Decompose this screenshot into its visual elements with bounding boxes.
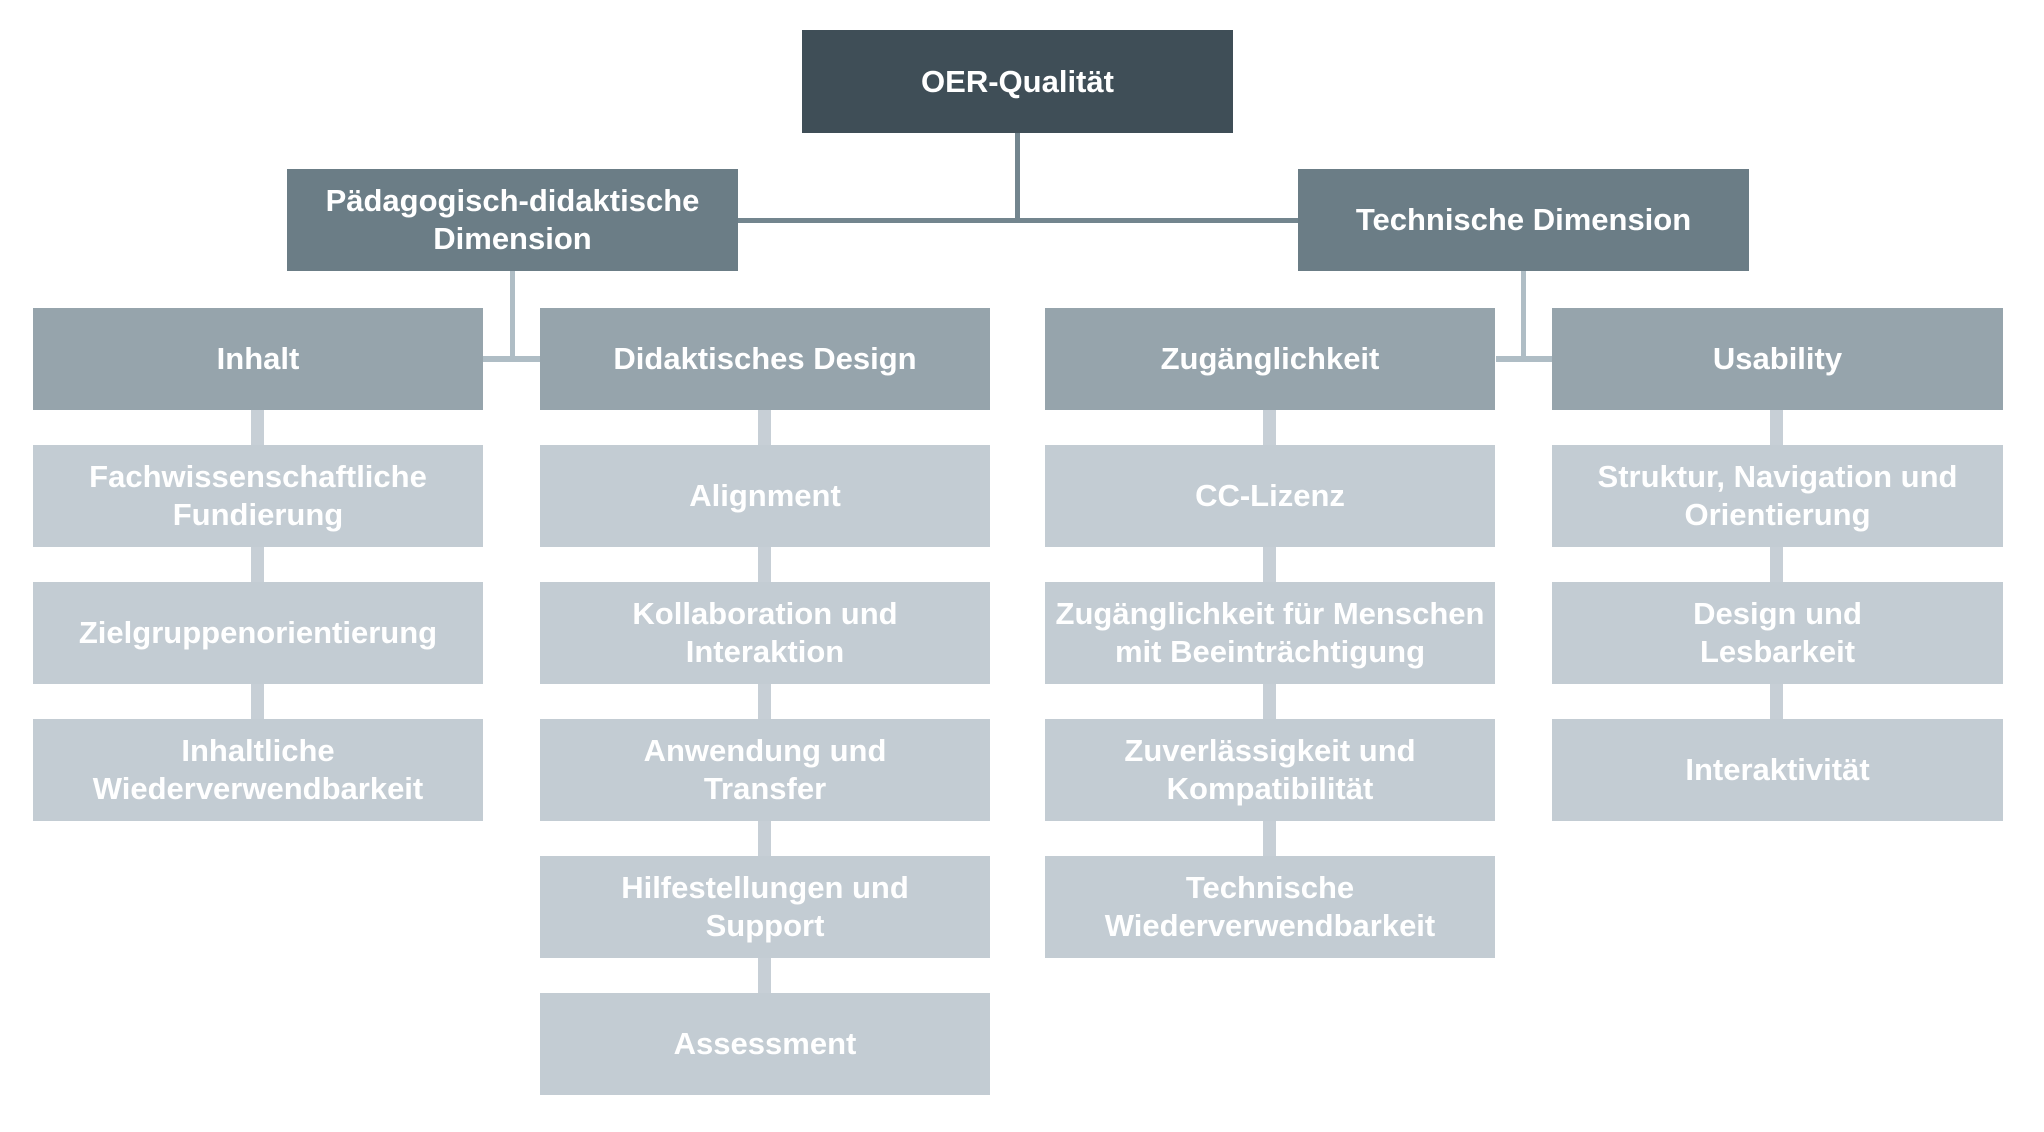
node-cc-lizenz: CC-Lizenz [1045, 445, 1495, 547]
node-zielgruppenorientierung: Zielgruppenorientierung [33, 582, 483, 684]
connector-root-vertical [1015, 133, 1020, 223]
connector-technisch-branch-horizontal [1496, 356, 1552, 362]
connector-dimensions-horizontal [738, 218, 1298, 223]
node-usability: Usability [1552, 308, 2003, 410]
node-technische-wiederverwendbarkeit: Technische Wiederverwendbarkeit [1045, 856, 1495, 958]
node-interaktivitaet: Interaktivität [1552, 719, 2003, 821]
connector-didaktisches-design-2 [758, 547, 771, 582]
node-alignment: Alignment [540, 445, 990, 547]
connector-zugaenglichkeit-3 [1263, 684, 1276, 719]
connector-didaktisches-design-4 [758, 821, 771, 856]
connector-inhalt-1 [251, 410, 264, 445]
connector-paedagogisch-branch-horizontal [483, 356, 540, 362]
node-zugaenglichkeit-fuer-menschen-mit-beeintraechtigung: Zugänglichkeit für Menschen mit Beeinträ… [1045, 582, 1495, 684]
node-anwendung-und-transfer: Anwendung und Transfer [540, 719, 990, 821]
node-zugaenglichkeit: Zugänglichkeit [1045, 308, 1495, 410]
node-fachwissenschaftliche-fundierung: Fachwissenschaftliche Fundierung [33, 445, 483, 547]
node-struktur-navigation-und-orientierung: Struktur, Navigation und Orientierung [1552, 445, 2003, 547]
connector-usability-1 [1770, 410, 1783, 445]
node-paedagogisch-didaktische-dimension: Pädagogisch-didaktische Dimension [287, 169, 738, 271]
connector-didaktisches-design-3 [758, 684, 771, 719]
connector-didaktisches-design-1 [758, 410, 771, 445]
connector-zugaenglichkeit-2 [1263, 547, 1276, 582]
connector-technisch-branch-vertical [1521, 271, 1526, 359]
connector-paedagogisch-branch-vertical [510, 271, 515, 359]
node-hilfestellungen-und-support: Hilfestellungen und Support [540, 856, 990, 958]
connector-zugaenglichkeit-1 [1263, 410, 1276, 445]
connector-inhalt-2 [251, 547, 264, 582]
node-oer-qualitaet: OER-Qualität [802, 30, 1233, 133]
connector-didaktisches-design-5 [758, 958, 771, 993]
node-inhalt: Inhalt [33, 308, 483, 410]
node-assessment: Assessment [540, 993, 990, 1095]
connector-usability-2 [1770, 547, 1783, 582]
connector-zugaenglichkeit-4 [1263, 821, 1276, 856]
connector-inhalt-3 [251, 684, 264, 719]
node-zuverlaessigkeit-und-kompatibilitaet: Zuverlässigkeit und Kompatibilität [1045, 719, 1495, 821]
node-inhaltliche-wiederverwendbarkeit: Inhaltliche Wiederverwendbarkeit [33, 719, 483, 821]
node-design-und-lesbarkeit: Design und Lesbarkeit [1552, 582, 2003, 684]
connector-usability-3 [1770, 684, 1783, 719]
node-didaktisches-design: Didaktisches Design [540, 308, 990, 410]
node-technische-dimension: Technische Dimension [1298, 169, 1749, 271]
node-kollaboration-und-interaktion: Kollaboration und Interaktion [540, 582, 990, 684]
